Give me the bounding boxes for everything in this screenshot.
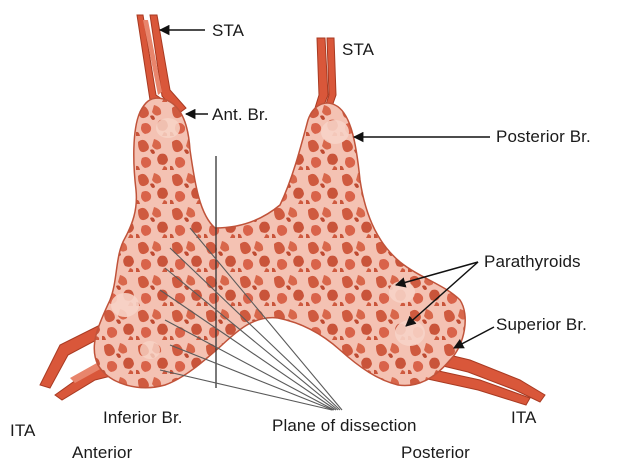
sta-right-vessel [315,38,336,112]
ita-right-label: ITA [511,408,537,428]
sta-left-label: STA [212,21,244,41]
ant-br-label: Ant. Br. [212,105,269,125]
ita-left-label: ITA [10,421,36,441]
anterior-label: Anterior [72,443,132,463]
posterior-label: Posterior [401,443,470,463]
posterior-br-label: Posterior Br. [496,127,591,147]
plane-of-dissection-label: Plane of dissection [272,416,417,436]
superior-br-label: Superior Br. [496,315,587,335]
inferior-br-label: Inferior Br. [103,408,183,428]
sta-right-label: STA [342,40,374,60]
parathyroids-label: Parathyroids [484,252,581,272]
